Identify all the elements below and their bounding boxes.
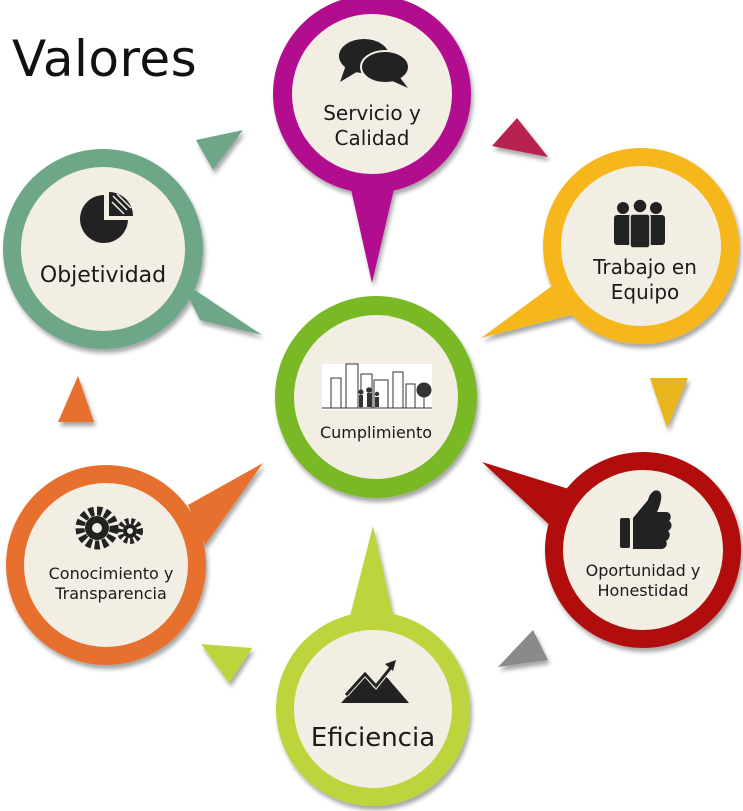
- center-label: Cumplimiento: [319, 423, 433, 442]
- team-people-icon: [614, 198, 665, 249]
- connector-arrow-conocimiento-objetividad: [58, 376, 94, 422]
- thumbs-up-icon: [620, 490, 672, 549]
- connector-arrow-objetividad-servicio: [196, 130, 243, 170]
- connector-arrow-eficiencia-conocimiento: [201, 644, 252, 683]
- trend-mountain-icon: [341, 660, 409, 703]
- speech-bubbles-icon: [339, 39, 410, 88]
- connector-arrow-servicio-trabajo: [492, 118, 548, 157]
- connector-arrow-oportunidad-eficiencia: [498, 630, 548, 667]
- node-pointer: [180, 280, 262, 335]
- node-pointer: [350, 185, 395, 283]
- value-label-eficiencia: Eficiencia: [310, 723, 436, 753]
- node-pointer: [347, 526, 396, 628]
- value-label-oportunidad: Oportunidad y Honestidad: [585, 561, 701, 600]
- value-label-servicio: Servicio y Calidad: [323, 101, 421, 150]
- value-label-conocimiento: Conocimiento y Transparencia: [48, 564, 174, 603]
- connector-arrow-trabajo-oportunidad: [650, 378, 688, 428]
- value-label-objetividad: Objetividad: [39, 263, 167, 288]
- node-pointer: [482, 462, 572, 530]
- city-family-icon: [322, 363, 432, 410]
- value-label-trabajo: Trabajo en Equipo: [593, 255, 697, 304]
- connector-arrows: [58, 118, 688, 683]
- node-pointer: [188, 463, 263, 545]
- gears-icon: [75, 506, 143, 550]
- pie-chart-icon: [80, 192, 133, 244]
- page-title: Valores: [12, 30, 198, 88]
